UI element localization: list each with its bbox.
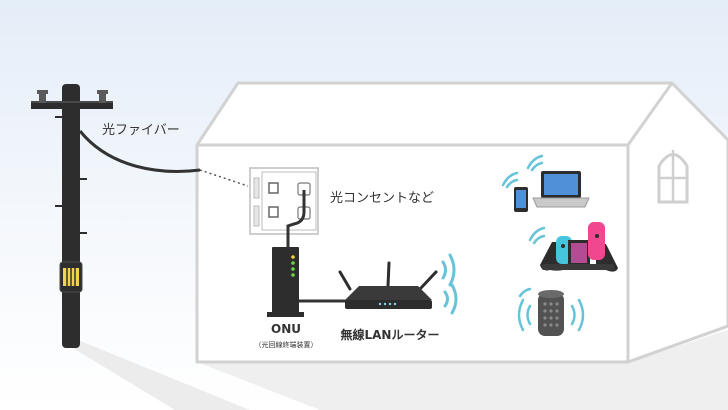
onu-device-icon — [267, 247, 304, 317]
wifi-signal-icon — [501, 171, 519, 189]
outlet-onu-cable — [286, 190, 306, 252]
pole-shadow — [68, 340, 250, 410]
router-label: 無線LANルーター — [341, 327, 440, 342]
laptop-icon — [532, 171, 590, 208]
wifi-signal-icon — [517, 287, 585, 332]
smart-speaker-icon — [538, 290, 564, 336]
wifi-signal-icon — [526, 154, 544, 172]
router-icon — [338, 261, 438, 309]
smartphone-icon — [514, 187, 528, 212]
fiber-label: 光ファイバー — [102, 123, 180, 138]
house-shadow — [197, 330, 728, 410]
house — [195, 81, 728, 364]
outlet-label: 光コンセントなど — [330, 191, 434, 206]
wifi-signal-icon — [441, 253, 458, 315]
wall-outlet-icon — [249, 167, 319, 235]
wifi-signal-icon — [528, 226, 546, 245]
onu-label: ONU — [271, 322, 301, 336]
onu-sublabel: （光回線終端装置） — [255, 340, 318, 349]
utility-pole-icon — [31, 84, 113, 348]
game-console-icon — [540, 222, 618, 272]
fiber-cable-indoor — [199, 169, 249, 187]
window-icon — [657, 150, 689, 204]
fiber-cable — [78, 130, 201, 173]
